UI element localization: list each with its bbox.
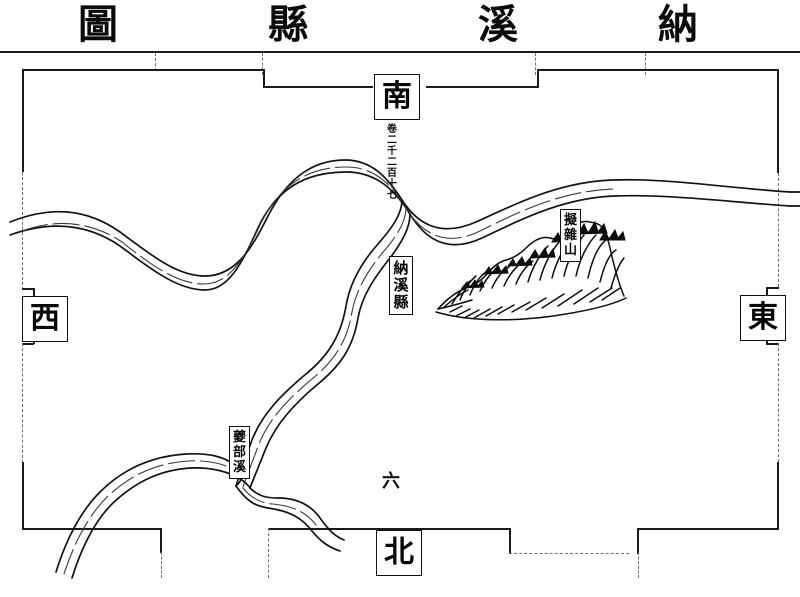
place-char-creek-1: 夔: [232, 430, 246, 445]
place-char-naxi-2: 溪: [393, 276, 409, 294]
direction-label-south: 南: [382, 79, 412, 114]
map-border-top-right-step: [537, 69, 539, 87]
volume-note-char-7: 七: [387, 190, 397, 201]
map-border-bottom-right-step: [637, 528, 639, 554]
direction-label-west: 西: [30, 301, 60, 336]
map-border-bottom-center-step: [268, 528, 269, 578]
place-char-creek-3: 溪: [232, 460, 246, 475]
volume-note-char-6: 十: [387, 179, 397, 190]
map-border-right-step-in-top: [766, 287, 779, 289]
place-char-creek-2: 部: [232, 445, 246, 460]
volume-note-char-3: 千: [387, 146, 397, 157]
place-char-naxi-3: 縣: [393, 293, 409, 311]
map-border-bottom-gap: [509, 553, 629, 554]
map-border-bottom-left: [22, 528, 162, 530]
map-border-bottom-left-tail: [161, 552, 162, 578]
title-char-2: 縣: [268, 1, 308, 48]
map-border-left-step-in-bottom: [22, 343, 34, 345]
map-border-bottom-right-tail: [638, 552, 639, 578]
column-guide-2: [262, 53, 263, 75]
direction-marker-south: 南: [374, 74, 420, 120]
place-char-naxi-1: 納: [393, 259, 409, 277]
map-border-left-gap-lower: [22, 343, 23, 463]
place-char-mountain-2: 雜: [563, 228, 577, 243]
page-number: 六: [382, 471, 400, 492]
volume-note-char-4: 二: [387, 157, 397, 168]
volume-note-char-1: 卷: [387, 124, 397, 135]
river-network: [9, 159, 800, 579]
volume-note-char-2: 二: [387, 135, 397, 146]
map-border-right-lower: [777, 462, 779, 530]
title-char-4: 納: [658, 1, 698, 48]
volume-note: 卷 二 千 二 百 十 七: [385, 124, 399, 201]
place-char-mountain-1: 擬: [563, 213, 577, 228]
map-border-bottom-left-step: [160, 528, 162, 553]
map-border-top-left-inner: [263, 86, 373, 88]
map-border-top-right-inner: [426, 86, 539, 88]
direction-marker-east: 東: [740, 295, 786, 341]
title-char-3: 溪: [478, 1, 518, 48]
map-border-top-left: [22, 69, 265, 71]
place-label-naxi-county: 納 溪 縣: [389, 256, 413, 315]
map-border-top-right: [537, 69, 779, 71]
map-border-right-gap-upper: [778, 173, 779, 287]
volume-note-char-5: 百: [387, 168, 397, 179]
place-label-creek: 夔 部 溪: [229, 426, 250, 479]
map-border-left-gap-upper: [22, 172, 23, 290]
column-guide-4: [645, 53, 646, 75]
place-label-mountain: 擬 雜 山: [560, 209, 581, 262]
map-border-bottom-center: [268, 528, 511, 530]
title-char-1: 圖: [78, 1, 118, 48]
column-guide-1: [155, 53, 156, 71]
map-border-right-step-in-bottom: [766, 343, 779, 345]
map-border-left-upper: [22, 69, 24, 172]
direction-label-east: 東: [748, 300, 778, 335]
column-guide-3: [535, 53, 536, 75]
map-border-right-gap-lower: [778, 343, 779, 462]
mountain-range: [435, 220, 627, 321]
direction-marker-west: 西: [22, 296, 68, 342]
place-char-mountain-3: 山: [563, 243, 577, 258]
map-border-bottom-right: [637, 528, 779, 530]
map-border-bottom-center-right-step: [509, 528, 511, 554]
title-underrule: [0, 51, 800, 53]
map-border-right-upper: [777, 69, 779, 173]
map-border-left-lower: [22, 462, 24, 530]
direction-label-north: 北: [384, 535, 414, 570]
map-border-top-left-step: [263, 69, 265, 87]
map-title-band: 圖 縣 溪 納: [0, 0, 800, 52]
direction-marker-north: 北: [376, 530, 422, 576]
